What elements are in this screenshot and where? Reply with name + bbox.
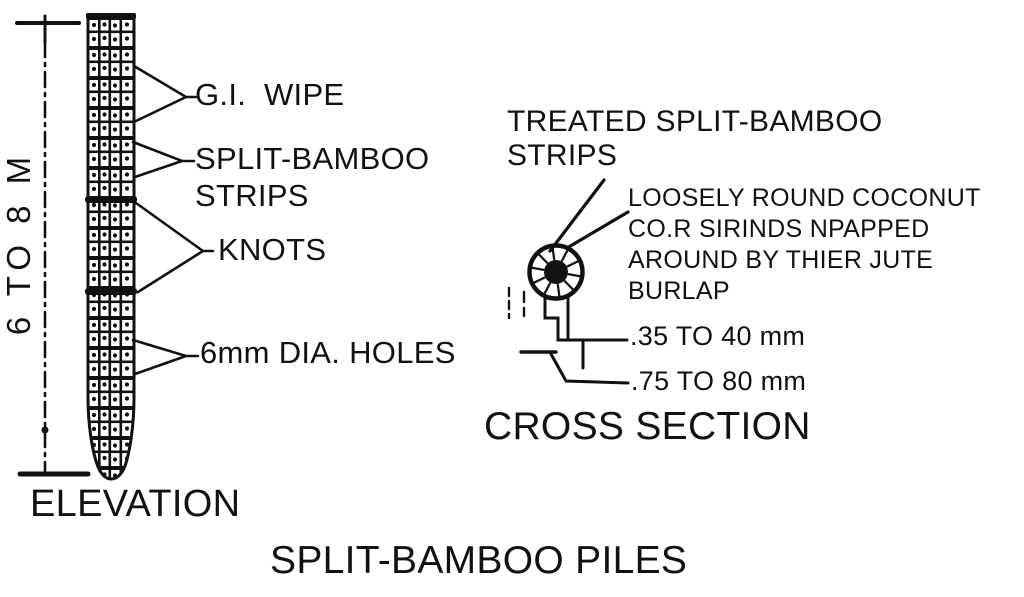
leader-split-bamboo-strips <box>131 140 196 179</box>
leader-wrap-note <box>565 210 630 250</box>
leader-knots <box>134 201 215 294</box>
caption-elevation: ELEVATION <box>30 483 241 525</box>
label-knots: KNOTS <box>218 232 327 267</box>
pile-knot-lower <box>85 288 137 295</box>
figure-title: SPLIT-BAMBOO PILES <box>270 539 688 582</box>
cross-section-spokes <box>530 246 582 298</box>
label-split-bamboo-strips: SPLIT-BAMBOO STRIPS <box>195 141 430 213</box>
dim-label-35-to-40mm: .35 TO 40 mm <box>630 321 806 351</box>
leader-gi-wipe <box>132 64 198 123</box>
leader-6mm-holes <box>131 338 200 376</box>
label-treated-split-bamboo-strips: TREATED SPLIT-BAMBOO STRIPS <box>507 105 883 172</box>
dim-label-6-to-8m: 6 TO 8 M <box>0 150 37 336</box>
leader-treated-strips <box>548 178 606 253</box>
pile-knot-upper <box>85 196 137 203</box>
cross-section-drawing <box>527 243 585 301</box>
cross-section-core <box>544 260 568 284</box>
cross-section-leader-lines <box>507 178 630 385</box>
label-gi-wipe: G.I. WIPE <box>195 77 345 112</box>
elevation-leader-lines <box>131 64 215 376</box>
pile-top-cap <box>86 13 136 19</box>
label-6mm-dia-holes: 6mm DIA. HOLES <box>200 335 456 370</box>
callout-core-diameter <box>543 296 629 342</box>
pile-elevation-drawing <box>85 13 137 481</box>
callout-overall-diameter <box>549 352 630 385</box>
dim-label-75-to-80mm: .75 TO 80 mm <box>631 366 807 396</box>
dimension-line-6-to-8m <box>15 14 91 477</box>
label-coconut-wrap-note: LOOSELY ROUND COCONUT CO.R SIRINDS NPAPP… <box>628 184 981 305</box>
caption-cross-section: CROSS SECTION <box>484 405 811 448</box>
